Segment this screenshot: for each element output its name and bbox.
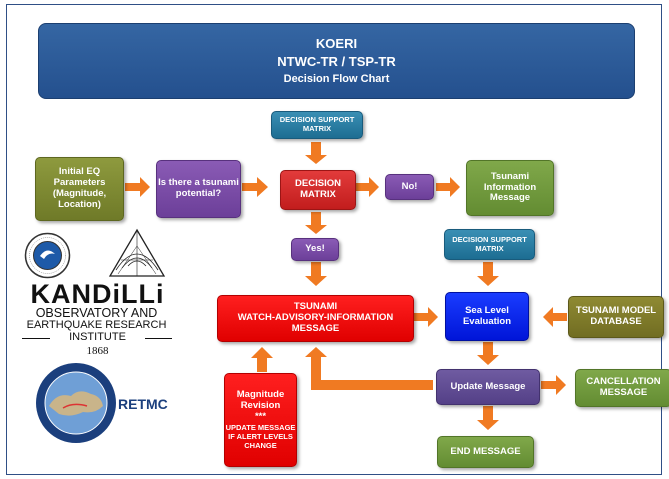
- arrow-down-update: [477, 406, 499, 430]
- initial-eq-parameters-node: Initial EQ Parameters (Magnitude, Locati…: [35, 157, 124, 221]
- arrow-right-question: [242, 177, 268, 197]
- arrow-right-eq: [125, 177, 150, 197]
- magnitude-revision-node: Magnitude Revision *** UPDATE MESSAGE IF…: [224, 373, 297, 467]
- kandilli-line4: INSTITUTE: [50, 331, 145, 344]
- arrow-up-revision: [251, 347, 273, 372]
- arrow-update-to-watch: [305, 347, 433, 390]
- arrow-left-db: [543, 307, 567, 327]
- tsunami-information-message-node: Tsunami Information Message: [466, 160, 554, 216]
- decision-matrix-node: DECISION MATRIX: [280, 170, 356, 210]
- slide-frame: [6, 4, 662, 475]
- arrow-right-no: [436, 177, 460, 197]
- arrow-down-sea: [477, 342, 499, 365]
- bogazici-seal-logo: [24, 232, 71, 279]
- cancellation-message-node: CANCELLATION MESSAGE: [575, 369, 669, 407]
- decision-support-matrix-top: DECISION SUPPORT MATRIX: [271, 111, 363, 139]
- tsunami-potential-question-node: Is there a tsunami potential?: [156, 160, 241, 218]
- update-message-node: Update Message: [436, 369, 540, 405]
- arrow-down-decision: [305, 212, 327, 234]
- retmc-badge-logo: [35, 362, 117, 444]
- kandilli-name: KANDiLLi: [30, 279, 165, 309]
- retmc-label: RETMC: [118, 396, 168, 412]
- watch-title: TSUNAMI: [293, 301, 338, 313]
- header-banner: KOERI NTWC-TR / TSP-TR Decision Flow Cha…: [38, 23, 635, 99]
- header-title: KOERI: [315, 36, 358, 51]
- kandilli-emblem-logo: [106, 226, 168, 282]
- tsunami-model-database-node: TSUNAMI MODEL DATABASE: [568, 296, 664, 338]
- tsunami-watch-advisory-node: TSUNAMI WATCH-ADVISORY-INFORMATION MESSA…: [217, 295, 414, 342]
- arrow-right-watch: [414, 307, 438, 327]
- arrow-down-dsm-right: [477, 262, 499, 286]
- yes-label-node: Yes!: [291, 238, 339, 261]
- kandilli-year: 1868: [86, 345, 109, 357]
- kandilli-line3: EARTHQUAKE RESEARCH: [26, 319, 167, 331]
- header-subtitle: NTWC-TR / TSP-TR: [277, 54, 396, 69]
- arrow-right-decision: [356, 177, 379, 197]
- mag-revision-title: Magnitude Revision: [236, 388, 285, 411]
- mag-revision-subtitle: UPDATE MESSAGE IF ALERT LEVELS CHANGE: [225, 423, 296, 450]
- arrow-right-update: [541, 375, 566, 395]
- arrow-down-yes: [305, 262, 327, 286]
- no-label-node: No!: [385, 174, 434, 200]
- header-caption: Decision Flow Chart: [283, 73, 390, 85]
- arrow-down-dsm: [305, 142, 327, 164]
- mag-revision-stars: ***: [254, 410, 267, 422]
- sea-level-evaluation-node: Sea Level Evaluation: [445, 292, 529, 341]
- watch-subtitle: WATCH-ADVISORY-INFORMATION MESSAGE: [237, 312, 394, 334]
- end-message-node: END MESSAGE: [437, 436, 534, 468]
- decision-support-matrix-right: DECISION SUPPORT MATRIX: [444, 229, 535, 260]
- kandilli-line2: OBSERVATORY AND: [35, 306, 158, 320]
